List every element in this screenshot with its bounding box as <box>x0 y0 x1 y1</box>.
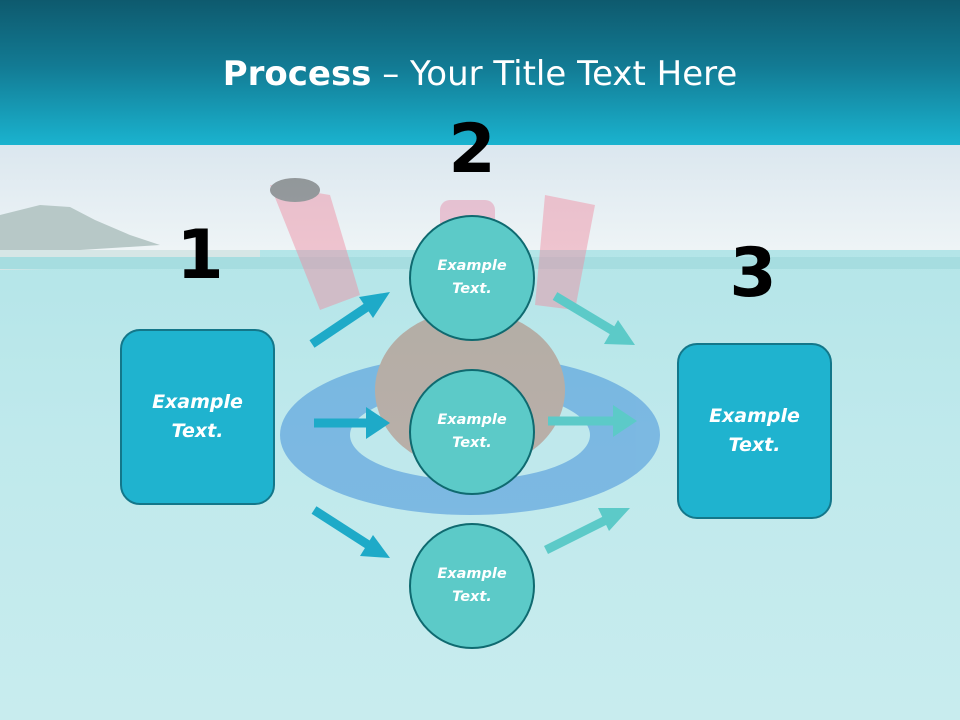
arrow-from-top-circle <box>552 292 635 345</box>
arrow-to-bottom-circle <box>311 506 390 558</box>
arrow-from-middle-circle <box>548 405 637 437</box>
step-number-2: 2 <box>448 110 496 189</box>
arrow-to-middle-circle <box>314 407 390 439</box>
step-number-3: 3 <box>729 234 777 313</box>
arrow-from-bottom-circle <box>543 508 630 555</box>
bottom-circle: Example Text. <box>409 523 535 649</box>
left-box-text: Example Text. <box>152 391 243 442</box>
bottom-circle-text: Example Text. <box>437 566 507 605</box>
top-circle-text: Example Text. <box>437 258 507 297</box>
title-bold-text: Process <box>222 54 372 94</box>
right-process-box: Example Text. <box>677 343 832 519</box>
slide-title: Process – Your Title Text Here <box>0 52 960 96</box>
middle-circle: Example Text. <box>409 369 535 495</box>
top-circle: Example Text. <box>409 215 535 341</box>
title-rest-text: – Your Title Text Here <box>371 54 738 94</box>
arrow-to-top-circle <box>309 292 390 348</box>
left-process-box: Example Text. <box>120 329 275 505</box>
middle-circle-text: Example Text. <box>437 412 507 451</box>
title-banner: Process – Your Title Text Here <box>0 0 960 145</box>
right-box-text: Example Text. <box>709 405 800 456</box>
step-number-1: 1 <box>176 216 224 295</box>
